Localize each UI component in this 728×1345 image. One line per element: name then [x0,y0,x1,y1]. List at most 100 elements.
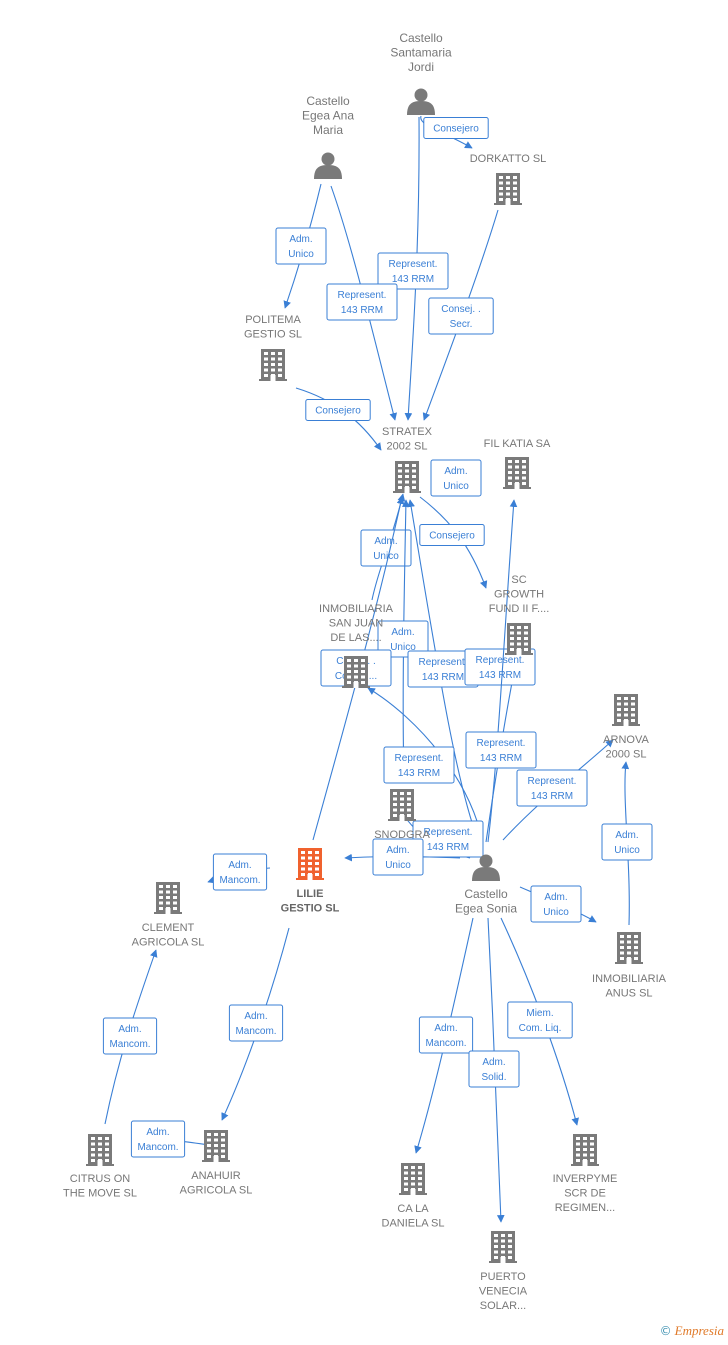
node-label: SC [511,574,526,586]
node-label: THE MOVE SL [63,1188,137,1200]
edge: Adm.Unico [360,493,412,601]
edge-label[interactable]: Represent.143 RRM [377,252,449,290]
edge-label[interactable]: Represent.143 RRM [326,283,398,321]
edge-label[interactable]: Adm. Mancom. [228,1004,284,1042]
node-label: Jordi [408,60,434,74]
node-label: INVERPYME [553,1173,618,1185]
edge-label-box [516,769,588,807]
building-icon [503,457,531,489]
edge-label-box [305,399,371,421]
edge-label-box [418,1016,474,1054]
edge-label-text: Represent. [419,657,468,668]
node-label: Maria [313,123,343,137]
edge-label-text: Consejero [315,406,361,417]
edge-label[interactable]: Represent.143 RRM [383,746,455,784]
edge-label-text: Unico [288,249,314,260]
node-label: ARNOVA [603,734,649,746]
edge-label[interactable]: Adm.Unico [360,529,412,567]
edge-label[interactable]: Consej. .Secr. [428,297,494,335]
node-puerto[interactable]: PUERTOVENECIASOLAR... [479,1231,528,1312]
edge-label-text: Unico [443,481,469,492]
edge-label-text: 143 RRM [392,274,434,285]
edge-label[interactable]: Represent.143 RRM [464,648,536,686]
edge-label-box [228,1004,284,1042]
edge-label[interactable]: Adm.Unico [430,459,482,497]
edge-label[interactable]: Adm.Mancom. [102,1017,158,1055]
edge-line [487,499,518,843]
edge-label[interactable]: Adm.Unico [377,620,429,658]
edge-label-text: 143 RRM [480,753,522,764]
node-label: SNODGRA [374,829,430,841]
edge-label[interactable]: Adm.Unico [275,227,327,265]
edge-label-text: Adm. [386,845,409,856]
edge-label[interactable]: Consejero [419,524,485,546]
edge: Adm.Mancom. [102,949,158,1125]
edge-label-text: Mancom. [235,1026,276,1037]
edge-label-text: Adm. [244,1011,267,1022]
edge-label[interactable]: Adm.Unico [530,885,582,923]
edge-label[interactable]: Represent.143 RRM [465,731,537,769]
node-label: FIL KATIA SA [484,438,551,450]
node-label: FUND II F.... [489,603,550,615]
node-label: PUERTO [480,1271,526,1283]
edge-label[interactable]: Adm.Unico [372,838,424,876]
node-label: AGRICOLA SL [132,937,205,949]
node-label: SCR DE [564,1188,606,1200]
building-icon [399,1163,427,1195]
edge-label[interactable]: Adm.Unico [601,823,653,861]
edge-label-text: Adm. [434,1023,457,1034]
edge: Consejero [419,496,488,589]
edge-label-box [102,1017,158,1055]
edge-label-text: Consejero [429,531,475,542]
building-icon [202,1130,230,1162]
node-label: ANAHUIR [191,1170,241,1182]
node-dorkatto[interactable]: DORKATTO SL [470,153,547,205]
edge-label-text: Adm. [146,1127,169,1138]
node-snodgra[interactable]: SNODGRA [374,789,430,841]
edge-label-box [212,853,268,891]
edge-label-box [326,283,398,321]
edge: Represent.143 RRM [326,185,398,421]
edge-label[interactable]: Adm.Mancom. [212,853,268,891]
edge-label-text: Consej. . [441,304,480,315]
edge: Consejero [420,115,489,149]
edge-label[interactable]: Represent.143 RRM [516,769,588,807]
edge-label[interactable]: Miem.Com. Liq. [507,1001,573,1039]
edge-label[interactable]: Adm.Solid. [468,1050,520,1088]
node-label: DE LAS.... [330,632,381,644]
building-icon [342,656,370,688]
person-icon [407,88,435,115]
brand-watermark: ©Empresia [660,1323,724,1339]
edge-label[interactable]: Consejero [423,117,489,139]
building-icon [505,623,533,655]
edge: Adm.Mancom. [130,1120,217,1158]
edge-label-text: Solid. [481,1072,506,1083]
edge-label-text: Miem. [526,1008,553,1019]
node-label: STRATEX [382,426,433,438]
node-filkatia[interactable]: FIL KATIA SA [484,438,551,489]
building-icon [296,848,324,880]
edge-label[interactable]: Adm.Mancom. [418,1016,474,1054]
edge-label-text: Represent. [476,655,525,666]
edge-label[interactable]: Adm.Mancom. [130,1120,186,1158]
edge-label[interactable]: Consejero [305,399,371,421]
node-label: Egea Ana [302,109,354,123]
edge-label-text: Adm. [391,627,414,638]
edge: Adm.Unico [430,459,482,497]
